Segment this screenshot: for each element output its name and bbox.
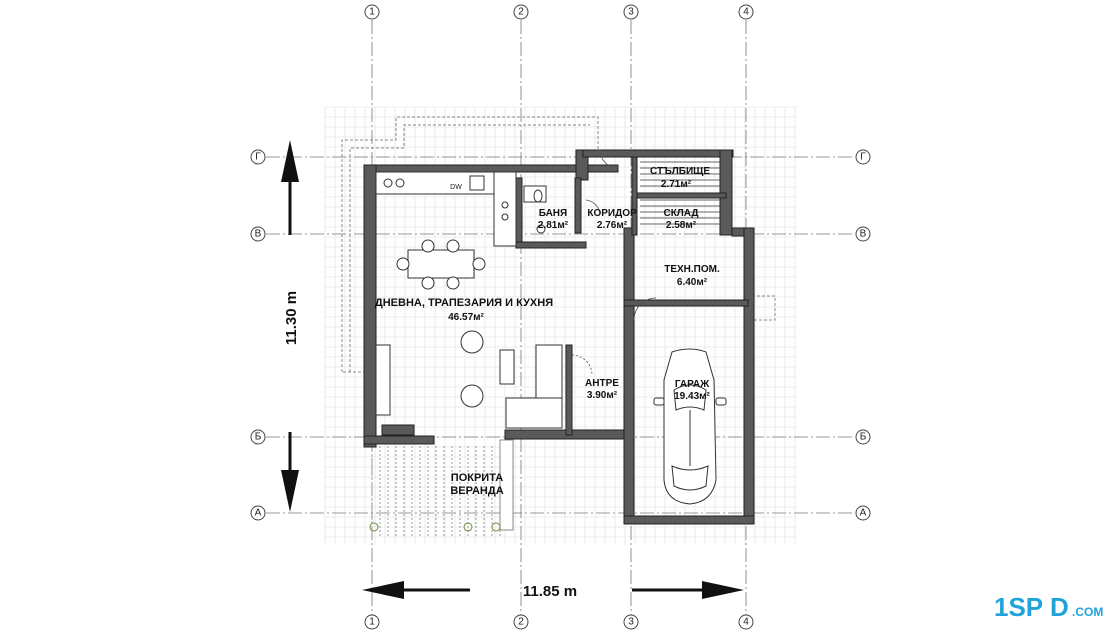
axis-bubble-1-top: 1 [364, 4, 380, 20]
room-area-bath: 2.81м² [538, 220, 569, 231]
room-area-stairs: 2.71м² [661, 179, 692, 190]
axis-bubble-v-right: В [855, 226, 871, 242]
room-labels: ДНЕВНА, ТРАПЕЗАРИЯ И КУХНЯ 46.57м² БАНЯ … [375, 166, 720, 497]
axis-label: В [860, 229, 867, 240]
dimension-height-label: 11.30 m [283, 291, 300, 345]
site-logo: 1SP D .COM [990, 588, 1118, 626]
room-name-veranda-2: ВЕРАНДА [450, 485, 503, 497]
axis-bubble-a-right: А [855, 505, 871, 521]
dining-chair [421, 276, 435, 290]
dining-chair [472, 257, 486, 271]
axis-label: 1 [369, 617, 375, 628]
tv-unit [375, 344, 391, 416]
axis-label: В [255, 229, 262, 240]
room-name-corridor: КОРИДОР [587, 208, 637, 219]
logo-text-com: .COM [1072, 605, 1103, 619]
kitchen-counter: DW [375, 171, 517, 247]
axis-bubble-b-left: Б [250, 429, 266, 445]
dining-chair [446, 239, 460, 253]
axis-bubble-3-top: 3 [623, 4, 639, 20]
axis-lines [266, 20, 855, 615]
axis-label: Г [860, 152, 866, 163]
arrow-down-icon [281, 470, 299, 512]
axis-bubble-2-top: 2 [513, 4, 529, 20]
axis-bubble-g-right: Г [855, 149, 871, 165]
stair-treads [640, 161, 720, 225]
dining-chair [396, 257, 410, 271]
logo-text-d: D [1050, 592, 1069, 622]
dining-table [396, 239, 486, 290]
armchair [460, 330, 484, 354]
axis-bubble-a-left: А [250, 505, 266, 521]
arrow-up-icon [281, 140, 299, 182]
axis-bubble-1-bottom: 1 [364, 614, 380, 630]
coffee-table [499, 349, 515, 385]
axis-bubble-b-right: Б [855, 429, 871, 445]
axis-label: 3 [628, 7, 634, 18]
width-dimension: 11.85 m [362, 581, 744, 600]
room-name-tech: ТЕХН.ПОМ. [664, 264, 720, 275]
walls [363, 149, 755, 525]
height-dimension: 11.30 m [281, 140, 300, 512]
room-area-tech: 6.40м² [677, 277, 708, 288]
room-name-storage: СКЛАД [663, 208, 698, 219]
arrow-right-icon [702, 581, 744, 599]
room-name-veranda-1: ПОКРИТА [451, 472, 503, 484]
axis-bubble-2-bottom: 2 [513, 614, 529, 630]
room-area-corridor: 2.76м² [597, 220, 628, 231]
axis-label: 3 [628, 617, 634, 628]
car-icon [653, 348, 727, 505]
axis-label: Б [860, 432, 867, 443]
axis-label: А [255, 508, 262, 519]
room-area-entry: 3.90м² [587, 390, 618, 401]
sofa-corner [505, 397, 563, 429]
room-area-storage: 2.58м² [666, 220, 697, 231]
dishwasher-label: DW [450, 184, 462, 191]
bathroom-fixtures [523, 185, 547, 234]
axis-label: А [860, 508, 867, 519]
axis-label: 2 [518, 7, 524, 18]
lounge-furniture [375, 330, 563, 436]
axis-bubble-v-left: В [250, 226, 266, 242]
toilet-icon [533, 189, 543, 203]
room-name-bath: БАНЯ [539, 208, 567, 219]
arrow-left-icon [362, 581, 404, 599]
roof-outline [341, 116, 776, 373]
dimension-width-label: 11.85 m [523, 583, 577, 600]
axis-label: 1 [369, 7, 375, 18]
axis-label: 4 [743, 7, 749, 18]
room-area-garage: 19.43м² [674, 391, 710, 402]
armchair [460, 384, 484, 408]
room-name-stairs: СТЪЛБИЩЕ [650, 166, 710, 177]
door-swings [571, 149, 657, 376]
room-name-entry: АНТРЕ [585, 378, 619, 389]
axis-label: Б [255, 432, 262, 443]
dining-chair [446, 276, 460, 290]
axis-label: 4 [743, 617, 749, 628]
room-name-garage: ГАРАЖ [675, 379, 710, 390]
axis-label: Г [255, 152, 261, 163]
axis-bubble-4-top: 4 [738, 4, 754, 20]
dining-chair [421, 239, 435, 253]
axis-bubble-4-bottom: 4 [738, 614, 754, 630]
axis-bubbles: 1 2 3 4 1 2 3 4 Г В Б А Г В Б А [250, 4, 871, 630]
axis-label: 2 [518, 617, 524, 628]
room-area-living: 46.57м² [448, 312, 484, 323]
axis-bubble-g-left: Г [250, 149, 266, 165]
room-name-living: ДНЕВНА, ТРАПЕЗАРИЯ И КУХНЯ [375, 297, 553, 309]
axis-bubble-3-bottom: 3 [623, 614, 639, 630]
plant-icons [369, 522, 501, 532]
logo-text-1sp: 1SP [994, 592, 1043, 622]
